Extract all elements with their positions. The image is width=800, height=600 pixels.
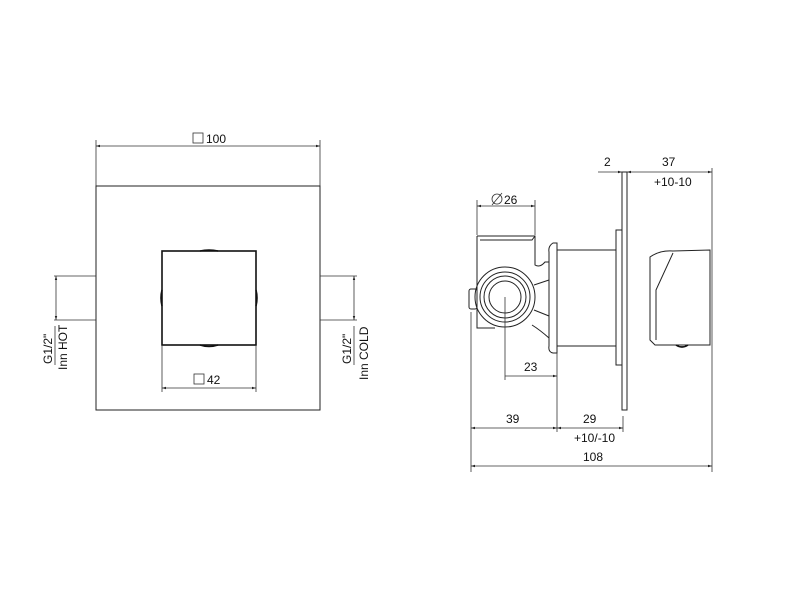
body-depth-label: 39	[506, 412, 520, 426]
handle-label: 42	[207, 373, 221, 387]
body-diameter-label: 26	[504, 193, 518, 207]
side-nut	[468, 288, 478, 310]
valve-body-cylinder	[556, 249, 617, 347]
wall-plate	[95, 185, 321, 411]
handle-square	[161, 250, 257, 346]
hot-inlet-label: Inn HOT	[56, 324, 70, 370]
handle-depth-label: 37	[662, 155, 676, 169]
handle-profile	[649, 249, 711, 346]
width-label: 100	[206, 132, 226, 146]
adjust-tolerance-label: +10/-10	[574, 431, 615, 445]
valve-housing	[476, 235, 549, 329]
escutcheon	[548, 242, 558, 354]
adjust-depth-label: 29	[583, 412, 597, 426]
diameter-symbol-icon	[491, 193, 503, 205]
mounting-flange	[615, 229, 623, 366]
cold-inlet-label: Inn COLD	[357, 326, 371, 380]
square-symbol-icon	[193, 373, 205, 385]
side-view: 2 37 +10-10 26 23	[468, 155, 713, 472]
handle-tolerance-label: +10-10	[654, 175, 692, 189]
square-symbol-icon	[192, 132, 204, 144]
total-depth-label: 108	[583, 450, 603, 464]
cold-thread-label: G1/2"	[340, 334, 354, 364]
wall-plate-profile	[621, 171, 628, 411]
hot-thread-label: G1/2"	[41, 334, 55, 364]
plate-thickness-label: 2	[604, 155, 611, 169]
front-view: 100 42 G1/2" Inn HOT G1/2" Inn COLD	[41, 132, 371, 411]
inlet-offset-label: 23	[524, 360, 538, 374]
